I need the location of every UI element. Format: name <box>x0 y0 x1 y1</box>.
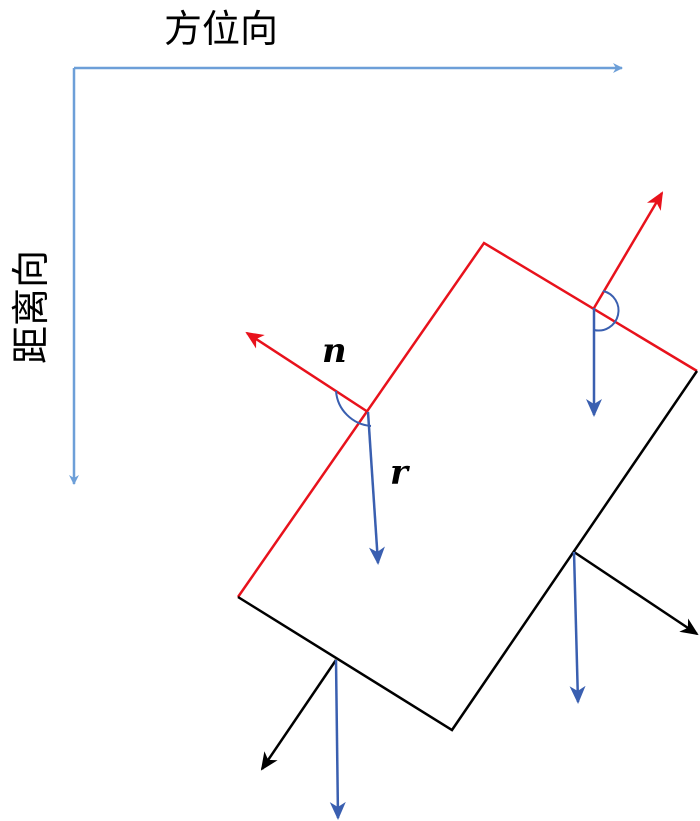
lower-left-ray-arrow <box>329 659 346 820</box>
normal-vector-arrow <box>245 331 369 414</box>
target-rectangle <box>236 241 699 732</box>
lower-left-vector-group <box>260 659 346 820</box>
lower-right-ray-arrow <box>569 551 586 704</box>
lower-left-normal-arrow <box>260 659 338 771</box>
axes: 方位向 距离向 <box>9 7 623 485</box>
labeled-vector-group: n r <box>245 331 410 565</box>
lower-right-vector-group <box>569 550 699 704</box>
range-axis-label: 距离向 <box>9 250 53 364</box>
shadow-edge <box>237 370 699 732</box>
upper-angle-arc <box>593 290 620 332</box>
upper-normal-arrow <box>592 191 664 309</box>
ray-vector-arrow <box>366 411 385 565</box>
incidence-angle-arc <box>335 390 372 427</box>
upper-right-vector-group <box>586 191 664 417</box>
lower-right-normal-arrow <box>573 550 699 636</box>
ray-label: r <box>390 453 410 493</box>
illuminated-edge <box>236 241 698 598</box>
azimuth-axis-label: 方位向 <box>164 7 278 51</box>
normal-label: n <box>322 331 347 371</box>
